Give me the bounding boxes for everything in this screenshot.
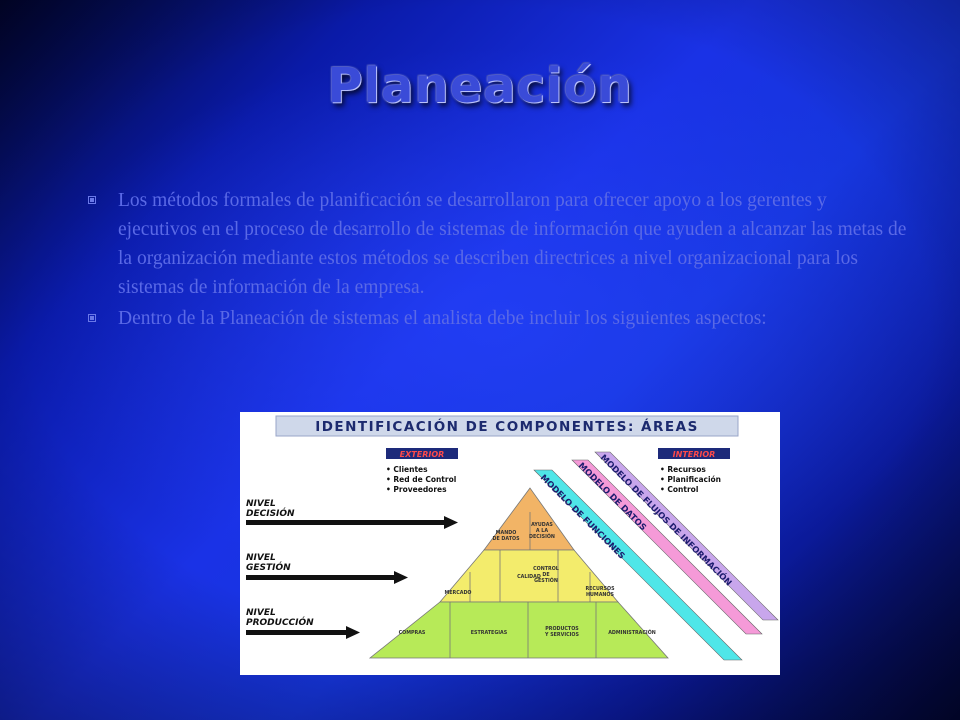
pyramid-label: AYUDAS [531, 522, 553, 528]
exterior-label: EXTERIOR [400, 450, 445, 459]
bullet-text: Los métodos formales de planificación se… [118, 190, 907, 298]
band-funciones [533, 469, 743, 661]
pyramid-label: ADMINISTRACIÓN [608, 629, 656, 636]
level-label: GESTIÓN [246, 561, 291, 573]
square-bullet-icon [88, 314, 96, 322]
interior-label: INTERIOR [673, 450, 716, 459]
pyramid-label: CONTROL [533, 566, 559, 572]
pyramid-label: GESTIÓN [534, 577, 558, 584]
slide-title: Planeación [327, 58, 633, 114]
band-flujos [594, 451, 779, 621]
pyramid-label: ESTRATEGIAS [471, 630, 508, 636]
arrow-head-icon [394, 571, 408, 584]
pyramid-label: DE DATOS [492, 536, 520, 542]
arrow-head-icon [444, 516, 458, 529]
bullet-item: Los métodos formales de planificación se… [88, 186, 908, 302]
level-label: NIVEL [246, 608, 276, 618]
pyramid-label: PRODUCTOS [545, 626, 579, 632]
bullet-list: Los métodos formales de planificación se… [88, 186, 908, 335]
pyramid-label: RECURSOS [585, 586, 615, 592]
level-label: DECISIÓN [246, 507, 295, 519]
interior-item: • Recursos [660, 465, 706, 474]
pyramid-label: COMPRAS [399, 630, 426, 636]
components-diagram: IDENTIFICACIÓN DE COMPONENTES: ÁREAS EXT… [240, 412, 780, 675]
pyramid-label: DECISIÓN [529, 533, 555, 540]
pyramid-label: MERCADO [444, 590, 471, 596]
interior-item: • Planificación [660, 475, 721, 484]
pyramid-label: A LA [536, 528, 548, 534]
pyramid-bottom [368, 601, 669, 659]
bullet-text: Dentro de la Planeación de sistemas el a… [118, 308, 767, 329]
square-bullet-icon [88, 196, 96, 204]
pyramid-label: Y SERVICIOS [544, 632, 579, 638]
exterior-label-box [386, 448, 458, 459]
arrow-decision [246, 520, 446, 525]
pyramid [368, 487, 669, 659]
exterior-item: • Clientes [386, 465, 428, 474]
diagram-svg: IDENTIFICACIÓN DE COMPONENTES: ÁREAS EXT… [246, 415, 779, 661]
pyramid-labels: MANDO DE DATOS AYUDAS A LA DECISIÓN CALI… [399, 522, 656, 638]
level-label: NIVEL [246, 499, 276, 509]
level-label: PRODUCCIÓN [246, 616, 314, 628]
exterior-item: • Proveedores [386, 485, 447, 494]
band-datos [571, 459, 763, 635]
pyramid-label: DE [542, 572, 549, 578]
diagram-header-box [275, 415, 739, 437]
arrow-produccion [246, 630, 348, 635]
pyramid-label: CALIDAD [517, 574, 541, 580]
interior-item: • Control [660, 485, 698, 494]
level-label: NIVEL [246, 553, 276, 563]
interior-label-box [658, 448, 730, 459]
diagram-header: IDENTIFICACIÓN DE COMPONENTES: ÁREAS [315, 417, 699, 435]
level-arrows [246, 516, 458, 639]
pyramid-label: HUMANOS [586, 592, 614, 598]
arrow-gestion [246, 575, 396, 580]
bullet-item: Dentro de la Planeación de sistemas el a… [88, 304, 908, 333]
exterior-item: • Red de Control [386, 475, 456, 484]
pyramid-label: MANDO [496, 530, 517, 536]
arrow-head-icon [346, 626, 360, 639]
